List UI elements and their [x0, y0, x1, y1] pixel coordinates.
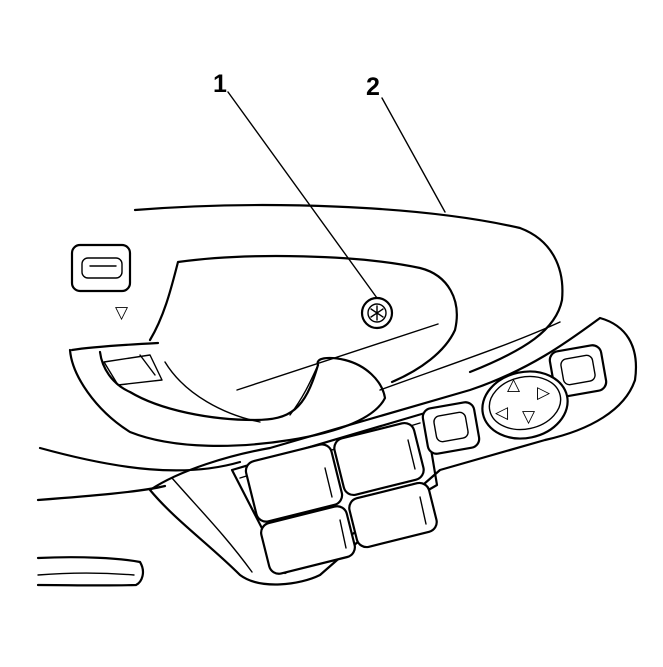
callout-1-label: 1 [213, 70, 227, 98]
callout-leaders [227, 91, 446, 299]
mirror-left-arrow-icon: ◁ [495, 403, 509, 423]
door-pull-handle [68, 341, 387, 447]
latch-arrow-icon: ▽ [115, 303, 129, 323]
mirror-down-arrow-icon: ▽ [522, 407, 536, 427]
door-trim-panel [36, 204, 564, 587]
mirror-directional-pad [481, 370, 569, 440]
mirror-up-arrow-icon: △ [507, 375, 521, 395]
window-switches [244, 421, 438, 575]
trim-fastener [360, 296, 394, 330]
callout-2-label: 2 [366, 73, 380, 101]
arrow-glyphs: ▽ △ ◁ ▷ ▽ [115, 303, 551, 427]
door-handle-cavity [148, 254, 458, 416]
lockout-switch [421, 401, 481, 455]
mirror-right-arrow-icon: ▷ [537, 383, 551, 403]
latch-button [70, 243, 132, 293]
callout-2-leader [381, 97, 446, 213]
callout-1-leader [227, 91, 378, 299]
mirror-selector-switch [548, 344, 608, 398]
